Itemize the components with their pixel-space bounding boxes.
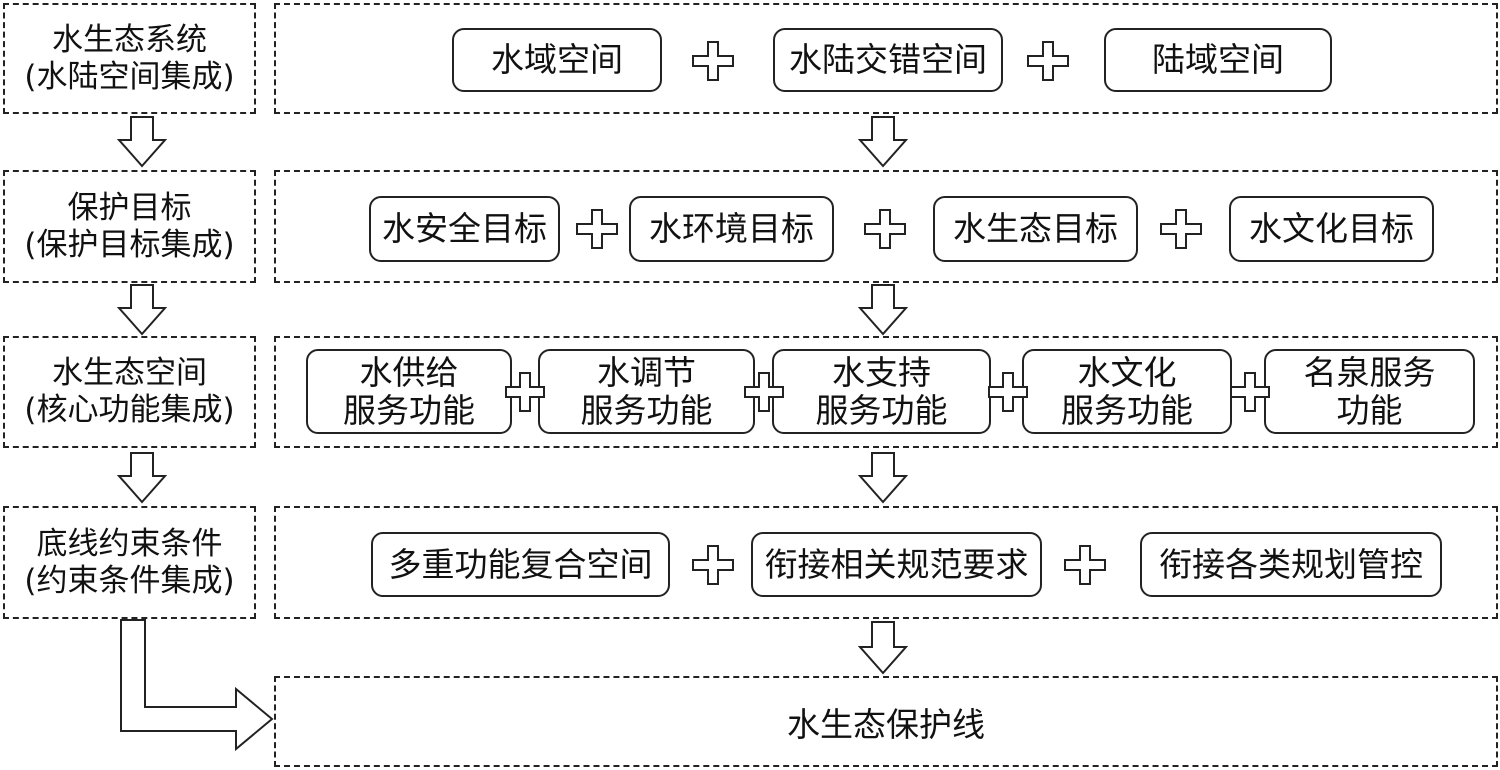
node-water-security: 水安全目标 — [369, 196, 560, 262]
final-container: 水生态保护线 — [274, 676, 1498, 767]
left-box-constraints: 底线约束条件 (约束条件集成) — [3, 506, 256, 619]
down-arrow-icon — [117, 452, 167, 504]
left-box-goals: 保护目标 (保护目标集成) — [3, 170, 256, 283]
left-box-space: 水生态空间 (核心功能集成) — [3, 336, 256, 448]
plus-icon — [1027, 41, 1069, 81]
node-culture-service: 水文化服务功能 — [1022, 349, 1232, 434]
down-arrow-icon — [858, 284, 908, 336]
node-norms-connection: 衔接相关规范要求 — [751, 532, 1042, 597]
plus-icon — [505, 372, 545, 412]
node-land-area: 陆域空间 — [1104, 28, 1332, 92]
down-arrow-icon — [117, 116, 167, 168]
left-box-ecosystem: 水生态系统 (水陆空间集成) — [3, 3, 256, 114]
plus-icon — [1230, 372, 1270, 412]
left-box-title: 底线约束条件 — [36, 525, 223, 562]
bent-arrow-icon — [120, 619, 274, 751]
node-support-service: 水支持服务功能 — [772, 349, 991, 434]
left-box-subtitle: (水陆空间集成) — [24, 58, 235, 95]
plus-icon — [1160, 209, 1202, 249]
left-box-title: 保护目标 — [67, 189, 192, 226]
row-container-1 — [274, 3, 1498, 114]
node-spring-service: 名泉服务功能 — [1264, 349, 1475, 434]
plus-icon — [1064, 545, 1106, 585]
node-supply-service: 水供给服务功能 — [306, 349, 512, 434]
left-box-subtitle: (约束条件集成) — [24, 562, 235, 599]
node-water-land-space: 水陆交错空间 — [773, 28, 1003, 92]
down-arrow-icon — [858, 452, 908, 504]
plus-icon — [576, 209, 618, 249]
node-water-ecology: 水生态目标 — [933, 196, 1138, 262]
plus-icon — [692, 41, 734, 81]
node-planning-control: 衔接各类规划管控 — [1140, 532, 1442, 597]
node-water-environment: 水环境目标 — [629, 196, 834, 262]
left-box-subtitle: (核心功能集成) — [24, 392, 235, 428]
plus-icon — [692, 545, 734, 585]
node-water-culture: 水文化目标 — [1229, 196, 1434, 262]
down-arrow-icon — [858, 621, 908, 675]
node-regulation-service: 水调节服务功能 — [538, 349, 755, 434]
row-container-4 — [274, 506, 1498, 619]
row-container-2 — [274, 170, 1498, 283]
plus-icon — [744, 372, 784, 412]
down-arrow-icon — [858, 116, 908, 168]
left-box-title: 水生态空间 — [52, 355, 207, 391]
down-arrow-icon — [117, 284, 167, 336]
node-water-area: 水域空间 — [452, 28, 662, 92]
plus-icon — [864, 209, 906, 249]
row-container-3 — [274, 336, 1498, 448]
plus-icon — [988, 372, 1028, 412]
left-box-subtitle: (保护目标集成) — [24, 226, 235, 263]
node-multi-function-space: 多重功能复合空间 — [371, 532, 670, 597]
final-label: 水生态保护线 — [787, 704, 985, 744]
left-box-title: 水生态系统 — [52, 21, 207, 58]
